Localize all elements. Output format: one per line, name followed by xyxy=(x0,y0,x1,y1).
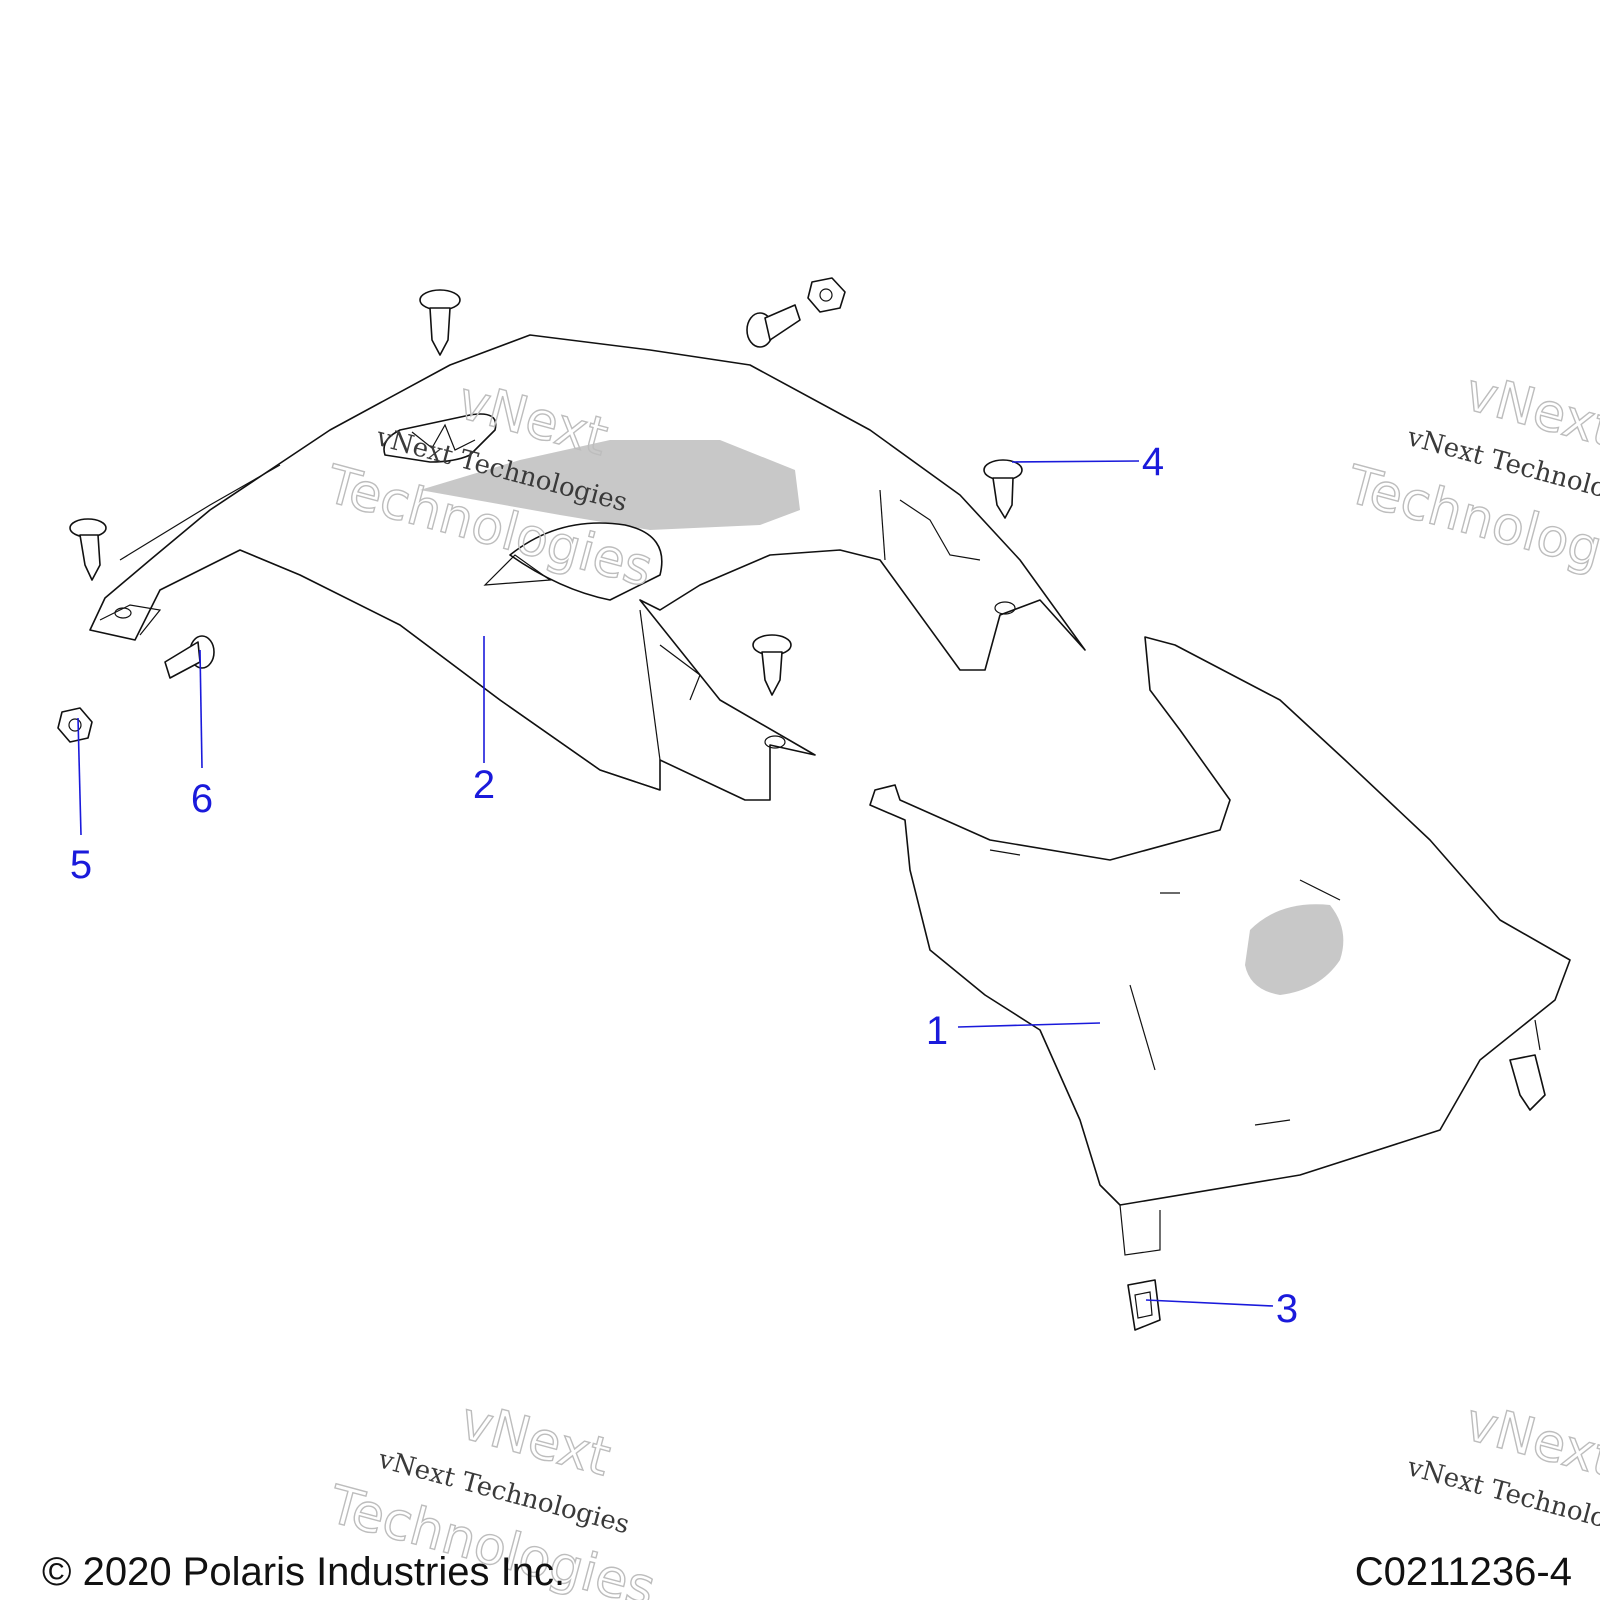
leader-1 xyxy=(957,1022,1101,1028)
fastener-nut-5 xyxy=(57,707,93,743)
part-2-cover xyxy=(89,334,1086,801)
leader-5 xyxy=(77,717,82,836)
fastener-push-rivet-4 xyxy=(983,459,1023,519)
callout-2: 2 xyxy=(473,763,495,807)
callout-6: 6 xyxy=(191,777,213,821)
fastener-push-rivet-left xyxy=(69,518,107,581)
watermark-top-right: vNext vNext Technologies Technologies xyxy=(1339,362,1600,600)
figure-id: C0211236-4 xyxy=(1354,1550,1572,1594)
copyright-text: © 2020 Polaris Industries Inc. xyxy=(42,1550,566,1594)
fastener-push-rivet-mid xyxy=(752,634,792,696)
watermark-bottom-right: vNext vNext Technologies xyxy=(1403,1392,1600,1548)
fastener-push-rivet-top xyxy=(419,289,461,356)
fastener-bolt-top xyxy=(746,304,801,348)
fastener-clip-right xyxy=(1509,1019,1546,1111)
callout-4: 4 xyxy=(1142,440,1164,484)
fastener-bolt-6 xyxy=(164,635,215,679)
part-1-panel xyxy=(869,636,1571,1256)
fastener-clip-3 xyxy=(1127,1279,1161,1331)
leader-6 xyxy=(199,649,203,769)
callout-3: 3 xyxy=(1276,1287,1298,1331)
fastener-nut-top xyxy=(807,277,846,313)
callout-5: 5 xyxy=(70,843,92,887)
callout-1: 1 xyxy=(926,1009,948,1053)
leader-4 xyxy=(1011,460,1140,463)
leader-3 xyxy=(1145,1299,1274,1307)
